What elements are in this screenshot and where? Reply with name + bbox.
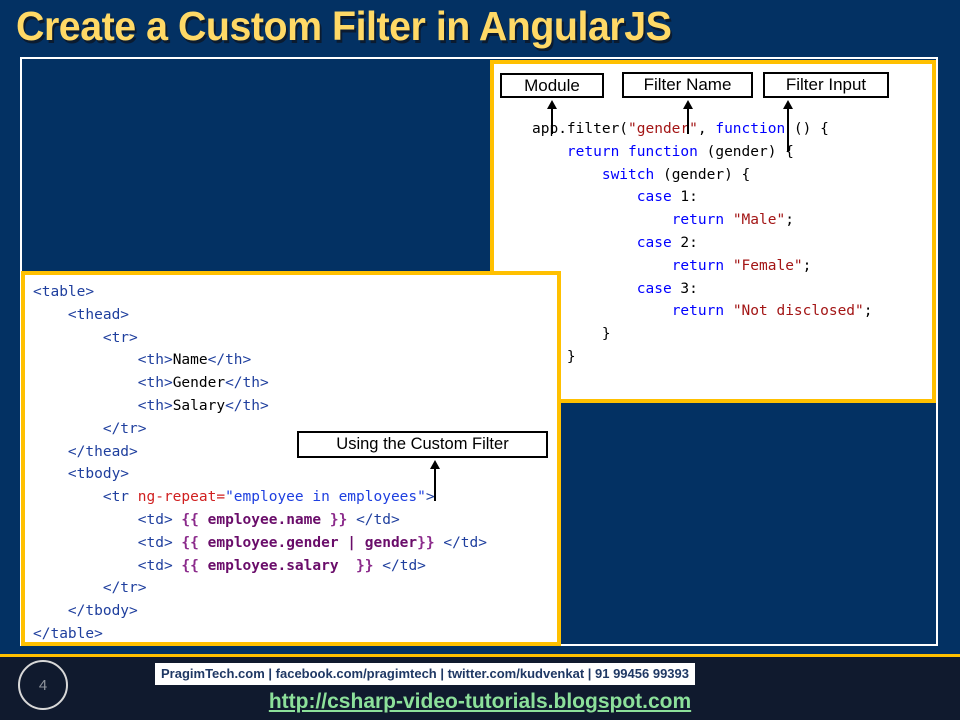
arrow-head <box>783 100 793 109</box>
arrow-head <box>683 100 693 109</box>
page-number-badge: 4 <box>18 660 68 710</box>
arrow-head <box>547 100 557 109</box>
callout-using-custom-filter: Using the Custom Filter <box>297 431 548 458</box>
callout-filter-input: Filter Input <box>763 72 889 98</box>
slide-header: Create a Custom Filter in AngularJS <box>0 0 960 56</box>
arrow-shaft <box>434 466 436 501</box>
callout-filter-name: Filter Name <box>622 72 753 98</box>
slide-footer: 4 PragimTech.com | facebook.com/pragimte… <box>0 654 960 720</box>
arrow-shaft <box>787 106 789 151</box>
callout-module: Module <box>500 73 604 98</box>
footer-url-link[interactable]: http://csharp-video-tutorials.blogspot.c… <box>268 690 692 713</box>
footer-links: PragimTech.com | facebook.com/pragimtech… <box>155 663 695 685</box>
javascript-code-panel: app.filter("gender", function () { retur… <box>490 60 936 403</box>
arrow-shaft <box>551 106 553 134</box>
html-code-panel: <table> <thead> <tr> <th>Name</th> <th>G… <box>21 271 561 646</box>
page-title: Create a Custom Filter in AngularJS <box>16 3 672 49</box>
javascript-code-text: app.filter("gender", function () { retur… <box>532 121 873 388</box>
arrow-shaft <box>687 106 689 134</box>
html-code-text: <table> <thead> <tr> <th>Name</th> <th>G… <box>33 284 487 642</box>
arrow-head <box>430 460 440 469</box>
